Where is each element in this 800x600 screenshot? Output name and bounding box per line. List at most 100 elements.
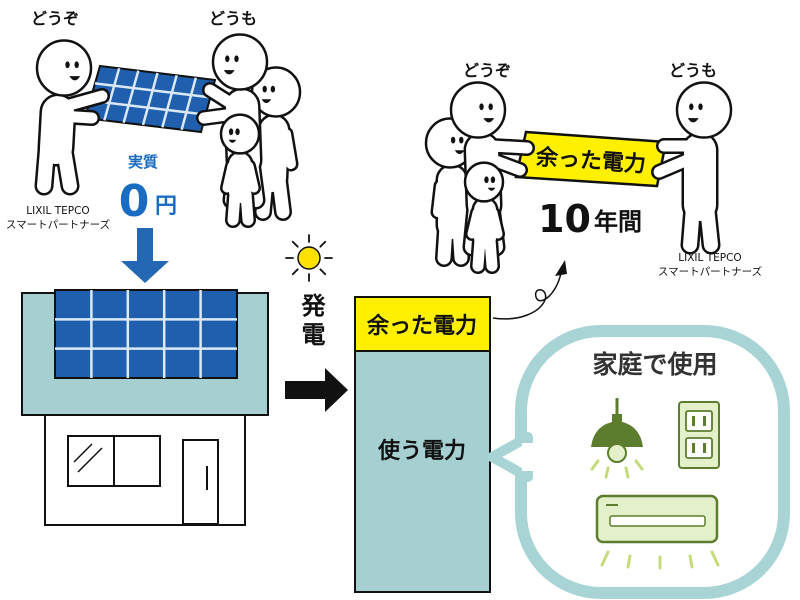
ac-airflow	[628, 556, 630, 567]
head	[465, 163, 503, 202]
eye	[229, 128, 233, 135]
duration-unit: 年間	[594, 208, 642, 236]
tr-company-subname: スマートパートナーズ	[658, 265, 762, 278]
used-power-label: 使う電力	[377, 439, 466, 464]
price-label: 実質	[128, 153, 158, 171]
leg	[459, 227, 461, 258]
tl-receiver-caption: どうも	[209, 9, 257, 28]
rooftop-solar-panels	[55, 290, 237, 378]
eye	[698, 103, 702, 110]
eye	[65, 61, 69, 68]
home-use-title: 家庭で使用	[592, 350, 717, 379]
bubble-tail-joint	[522, 443, 536, 471]
sun-disc	[298, 247, 320, 269]
eye	[74, 61, 78, 68]
ac-airflow	[690, 556, 692, 567]
price-unit: 円	[155, 194, 177, 219]
leg	[246, 194, 248, 220]
door-frame	[183, 440, 218, 524]
outlet-socket-top	[686, 411, 712, 431]
tr-receiver-caption: どうも	[669, 61, 717, 80]
leg	[233, 194, 235, 220]
house-window	[68, 436, 160, 486]
tl-company-name: LIXIL TEPCO	[26, 205, 89, 217]
outlet-slot	[692, 416, 695, 426]
leg	[64, 150, 70, 186]
ac-vent	[610, 516, 705, 526]
outlet-slot	[703, 443, 706, 453]
arm	[249, 166, 254, 188]
arm	[493, 213, 498, 234]
eye	[263, 86, 267, 93]
eye	[451, 137, 455, 144]
tr-giver-caption: どうぞ	[463, 61, 511, 80]
sun-icon	[286, 235, 332, 281]
curved-connector-line	[493, 273, 561, 319]
used-power-segment	[355, 351, 490, 592]
down-arrow-icon	[121, 228, 169, 283]
surplus-power-sign: 余った電力	[516, 132, 666, 186]
head	[213, 34, 267, 89]
eye	[479, 103, 483, 110]
arm	[472, 213, 477, 234]
solar-panel-surface	[55, 290, 237, 378]
arm	[492, 146, 527, 148]
lamp-glow	[626, 468, 628, 477]
eye	[234, 55, 238, 62]
company-partner-figure	[659, 82, 731, 245]
arm	[286, 134, 291, 164]
tl-giver-caption: どうぞ	[31, 9, 79, 28]
eye	[689, 103, 693, 110]
arm	[210, 90, 232, 104]
arm	[60, 116, 92, 118]
arm	[227, 166, 232, 188]
leg	[490, 240, 492, 266]
home-use-bubble: 家庭で使用	[492, 331, 784, 593]
torso	[272, 130, 274, 178]
outlet-socket-bottom	[686, 438, 712, 458]
curved-arrow-head	[555, 260, 567, 276]
price-value: 0	[119, 176, 150, 227]
lamp-bulb	[608, 444, 626, 462]
leg	[44, 150, 47, 186]
outlet-slot	[703, 416, 706, 426]
eye	[235, 128, 239, 135]
leg	[707, 207, 711, 245]
down-arrow-head	[121, 261, 169, 283]
leg	[279, 180, 283, 212]
tl-company-subname: スマートパートナーズ	[6, 218, 110, 231]
roof-panel-grid	[55, 290, 237, 378]
generation-label: 発電	[295, 293, 323, 351]
right-arrow-head	[325, 368, 348, 412]
eye	[459, 137, 463, 144]
head	[221, 115, 259, 154]
power-bar: 余った電力 使う電力	[355, 297, 490, 592]
wall-outlet-icon	[679, 402, 719, 468]
eye	[484, 176, 488, 183]
sun-ray	[320, 242, 325, 247]
eye	[271, 86, 275, 93]
right-arrow-shaft	[285, 381, 327, 399]
head	[677, 82, 731, 137]
arm	[438, 186, 441, 212]
sun-ray	[293, 269, 298, 274]
duration-value: 10	[538, 197, 591, 241]
house-door	[183, 440, 218, 524]
head	[37, 40, 91, 95]
curved-arrow-icon	[493, 260, 567, 319]
eye	[491, 176, 495, 183]
tr-company-name: LIXIL TEPCO	[678, 252, 741, 264]
right-arrow-icon	[285, 368, 348, 412]
sun-ray	[320, 269, 325, 274]
company-partner-figure	[37, 40, 102, 186]
sun-ray	[293, 242, 298, 247]
eye	[225, 55, 229, 62]
surplus-power-label: 余った電力	[366, 313, 477, 339]
leg	[690, 207, 693, 245]
family-child-figure	[221, 115, 259, 220]
leg	[478, 240, 480, 266]
head	[451, 82, 505, 137]
outlet-slot	[692, 443, 695, 453]
